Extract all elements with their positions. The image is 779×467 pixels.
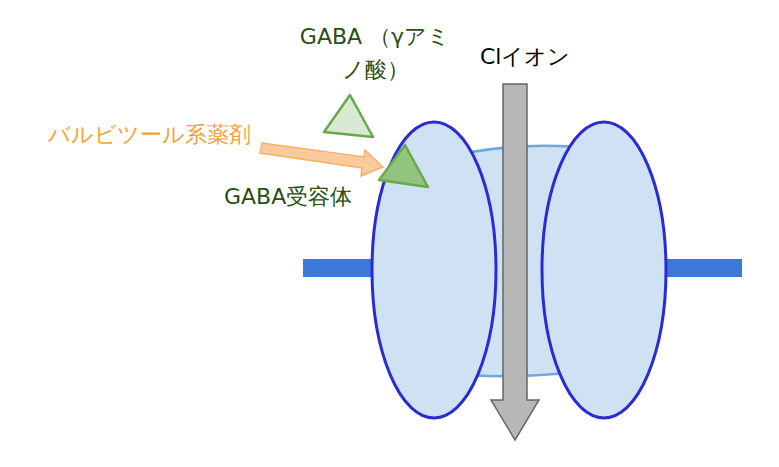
channel-subunit-left (372, 122, 496, 418)
ligand-node: GABA （γアミノ酸） (298, 20, 452, 144)
ligand-triangle (324, 95, 373, 137)
drug-label: バルビツール系薬剤 (48, 120, 251, 151)
drug-action-arrow (260, 143, 383, 176)
ion-label: Clイオン (480, 42, 570, 73)
ligand-node: GABA受容体 (224, 140, 434, 220)
node-label: GABA受容体 (224, 180, 374, 213)
ion-flow-arrow (491, 84, 539, 440)
membrane-right (664, 259, 742, 277)
channel-subunit-right (542, 122, 666, 418)
ligand-triangle (379, 145, 428, 187)
node-label: GABA （γアミノ酸） (298, 20, 452, 86)
membrane-left (303, 259, 373, 277)
